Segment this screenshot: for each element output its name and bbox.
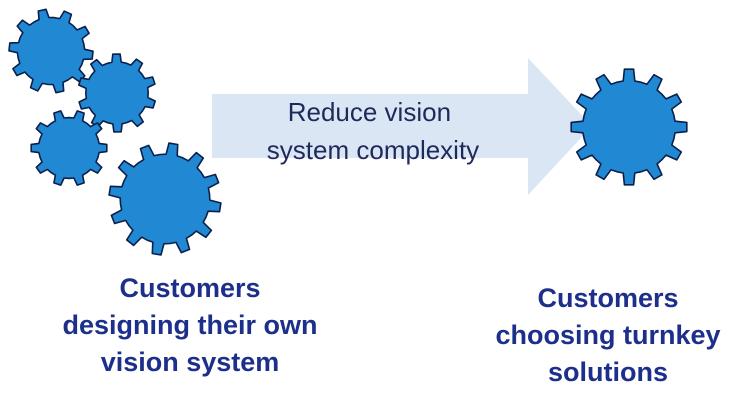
arrow-label: Reduce vision system complexity bbox=[267, 97, 479, 165]
gear-icon bbox=[570, 68, 688, 186]
diy-caption-line-2: designing their own bbox=[62, 310, 318, 340]
diy-customers-caption: Customers designing their own vision sys… bbox=[20, 270, 360, 381]
turnkey-caption-line-3: solutions bbox=[548, 357, 668, 387]
turnkey-caption-line-2: choosing turnkey bbox=[495, 320, 721, 350]
gear-icon bbox=[78, 53, 156, 133]
arrow-label-line-1: Reduce vision bbox=[288, 97, 451, 127]
reduce-complexity-arrow bbox=[212, 58, 592, 195]
turnkey-caption-line-1: Customers bbox=[537, 283, 679, 313]
diy-caption-line-3: vision system bbox=[100, 347, 280, 377]
turnkey-customers-caption: Customers choosing turnkey solutions bbox=[458, 280, 744, 391]
gear-icon bbox=[108, 142, 222, 256]
turnkey-gear bbox=[570, 68, 688, 186]
diy-caption-line-1: Customers bbox=[119, 273, 261, 303]
diy-gear-cluster bbox=[8, 8, 222, 256]
arrow-label-line-2: system complexity bbox=[267, 135, 479, 165]
gear-icon bbox=[8, 8, 94, 94]
gear-icon bbox=[30, 110, 108, 186]
